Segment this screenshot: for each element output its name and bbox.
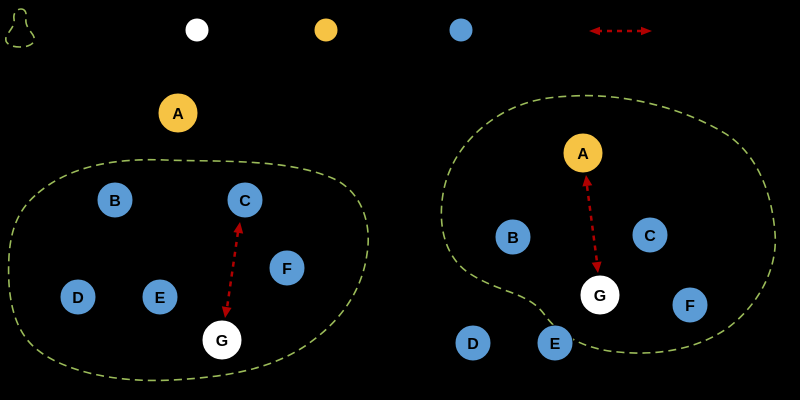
right-cluster-outline [440, 94, 777, 354]
right-node-C-label: C [644, 228, 656, 245]
right-arrow-head-bottom [591, 261, 602, 273]
right-node-E-label: E [550, 336, 561, 353]
left-arrow-line [225, 231, 240, 309]
right-diagram: A B C D E F G [440, 94, 777, 362]
right-node-F-label: F [685, 298, 695, 315]
legend-cluster-icon [4, 8, 36, 48]
left-node-C-circle [226, 181, 264, 219]
right-node-A-circle [562, 132, 604, 174]
right-node-B: B [494, 218, 532, 256]
left-node-F-circle [268, 249, 306, 287]
left-diagram: A B C D E F G [7, 92, 369, 382]
right-arrow-line [585, 185, 599, 263]
left-node-A-circle [157, 92, 199, 134]
legend-arrow-icon [589, 26, 652, 36]
right-node-F: F [671, 286, 709, 324]
right-node-A: A [562, 132, 604, 174]
left-arrow-head-top [233, 222, 244, 234]
left-node-A-label: A [172, 106, 184, 123]
right-node-E: E [536, 324, 574, 362]
right-arrow-head-top [582, 175, 593, 187]
right-node-B-label: B [507, 230, 519, 247]
right-node-G-circle [579, 274, 621, 316]
left-node-G: G [201, 319, 243, 361]
right-node-G: G [579, 274, 621, 316]
legend-white-node-icon [184, 17, 210, 43]
right-node-D: D [454, 324, 492, 362]
right-node-G-label: G [594, 288, 606, 305]
left-node-F-label: F [282, 261, 292, 278]
left-node-E: E [141, 278, 179, 316]
left-arrow-head-bottom [221, 306, 232, 318]
right-node-D-circle [454, 324, 492, 362]
right-node-C-circle [631, 216, 669, 254]
legend-arrow-head-left [589, 26, 600, 36]
left-node-D-label: D [72, 290, 84, 307]
left-node-E-label: E [155, 290, 166, 307]
left-node-G-label: G [216, 333, 228, 350]
legend-arrow-head-right [641, 26, 652, 36]
right-node-E-circle [536, 324, 574, 362]
left-node-G-circle [201, 319, 243, 361]
legend-blue-node-icon [448, 17, 474, 43]
left-node-A: A [157, 92, 199, 134]
left-node-E-circle [141, 278, 179, 316]
right-node-A-label: A [577, 146, 589, 163]
left-arrow-c-g [221, 222, 244, 318]
legend [4, 8, 652, 48]
left-node-D: D [59, 278, 97, 316]
right-node-D-label: D [467, 336, 479, 353]
left-node-B-circle [96, 181, 134, 219]
left-node-B-label: B [109, 193, 121, 210]
right-node-B-circle [494, 218, 532, 256]
right-node-F-circle [671, 286, 709, 324]
left-node-F: F [268, 249, 306, 287]
left-node-C: C [226, 181, 264, 219]
right-arrow-a-g [582, 175, 602, 273]
left-cluster-outline [7, 158, 369, 382]
left-node-D-circle [59, 278, 97, 316]
left-node-B: B [96, 181, 134, 219]
legend-yellow-node-icon [313, 17, 339, 43]
left-node-C-label: C [239, 193, 251, 210]
right-node-C: C [631, 216, 669, 254]
